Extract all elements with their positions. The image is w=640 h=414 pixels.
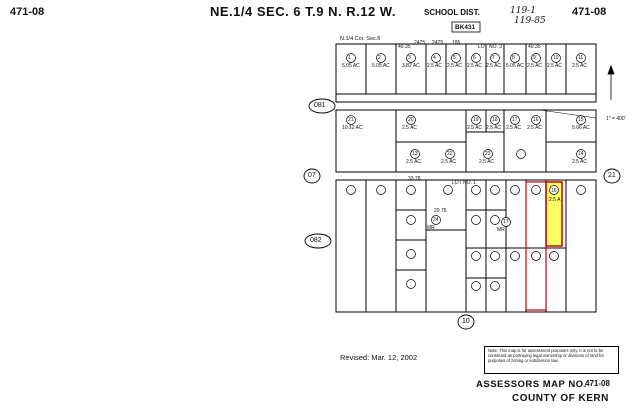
road-081-marker — [308, 98, 336, 114]
road-21-marker — [603, 168, 621, 184]
school-district-number-1: 119-1 — [510, 6, 536, 16]
parcel-number: 13 — [412, 151, 418, 157]
parcel-acres: 2.5 AC — [441, 159, 457, 165]
parcel-number: 5 — [453, 55, 456, 61]
parcel-number: 15 — [578, 117, 584, 123]
parcel-acres: 2.5 AC — [506, 125, 522, 131]
map-number-left: 471-08 — [10, 6, 45, 18]
north-arrow — [607, 64, 615, 100]
road-082-marker — [304, 233, 332, 249]
map-number-right: 471-08 — [572, 6, 607, 18]
highlighted-parcel-number: 16 — [551, 188, 557, 194]
county-name: COUNTY OF KERN — [512, 393, 609, 404]
parcel-acres: 10.12 AC — [342, 125, 363, 131]
parcel-acres: 2.5 AC — [402, 125, 418, 131]
dim-4035-right: 40.35 — [528, 44, 541, 50]
parcel-acres: MR — [427, 225, 435, 231]
assessors-map-label: ASSESSORS MAP NO. — [476, 379, 587, 390]
parcel-acres: 5.05 AC — [372, 63, 390, 69]
school-district-label: SCHOOL DIST. — [424, 8, 480, 17]
disclaimer-note: Note: This map is for assessment purpose… — [484, 346, 619, 374]
assessors-map-number: 471-08 — [585, 379, 610, 388]
parcel-acres: 5.06 AC — [572, 125, 590, 131]
parcel-number: 9 — [533, 55, 536, 61]
parcel-acres: MR — [497, 227, 505, 233]
dim-2475-b: 2475 — [432, 40, 444, 46]
parcel-number: 14 — [578, 151, 584, 157]
parcel-number: 20 — [408, 117, 414, 123]
highlighted-parcel-outline — [525, 181, 547, 311]
parcel-acres: 5.05 AC — [342, 63, 360, 69]
parcel-acres: 5.05 AC — [506, 63, 524, 69]
parcel-acres: 2.5 AC — [547, 63, 563, 69]
revised-date: Revised: Mar. 12, 2002 — [340, 353, 418, 362]
parcel-number: 17 — [503, 219, 509, 225]
parcel-acres: 2.5 AC — [527, 125, 543, 131]
parcel-number: 7 — [492, 55, 495, 61]
road-10-label: 10 — [462, 318, 470, 325]
parcel-number: 4 — [433, 55, 436, 61]
scale-label: 1" = 400' — [606, 116, 626, 122]
parcel-number: 17 — [512, 117, 518, 123]
parcel-number: 21 — [348, 117, 354, 123]
dim-3378: 33.78 — [408, 176, 421, 182]
parcel-acres: 2.5 AC — [486, 63, 502, 69]
parcel-lines — [335, 43, 597, 313]
lot-3-label: LOT NO. 3 — [478, 44, 503, 50]
lot-1-label: LOT NO. 1 — [452, 180, 477, 186]
road-07-label: 07 — [308, 172, 316, 179]
map-title: NE.1/4 SEC. 6 T.9 N. R.12 W. — [210, 4, 396, 19]
parcel-acres: 2.5 AC — [467, 125, 483, 131]
parcel-number: 24 — [433, 217, 439, 223]
parcel-acres: 2.5 AC — [572, 159, 588, 165]
parcel-number: 19 — [473, 117, 479, 123]
dim-4035-left: 40.35 — [398, 44, 411, 50]
parcel-acres: 2.5 AC — [406, 159, 422, 165]
parcel-number: 22 — [447, 151, 453, 157]
parcel-number: 3 — [408, 55, 411, 61]
road-21-label: 21 — [608, 172, 616, 179]
road-07-marker — [303, 168, 321, 184]
parcel-number: 23 — [485, 151, 491, 157]
parcel-number: 6 — [473, 55, 476, 61]
parcel-number: 2 — [378, 55, 381, 61]
dim-2475-a: 2475 — [414, 40, 426, 46]
parcel-acres: 2.5 AC — [467, 63, 483, 69]
parcel-acres: 2.5 AC — [527, 63, 543, 69]
parcel-acres: 2.5 AC — [427, 63, 443, 69]
book-label: BK431 — [455, 24, 476, 31]
school-district-number-2: 119-85 — [514, 16, 546, 26]
road-082-label: 082 — [310, 237, 322, 244]
parcel-acres: 2.5 AC — [447, 63, 463, 69]
parcel-number: 8 — [512, 55, 515, 61]
highlighted-parcel-acres: 2.5 A — [549, 197, 561, 203]
parcel-acres: 3.82 AC — [402, 63, 420, 69]
parcel-number: 16 — [533, 117, 539, 123]
road-10-marker — [457, 314, 475, 330]
parcel-number: 18 — [492, 117, 498, 123]
corner-label: N.1/4 Cor. Sec.6 — [340, 36, 381, 42]
parcel-acres: 2.5 AC — [572, 63, 588, 69]
dim-185: 185 — [452, 40, 461, 46]
parcel-number: 11 — [578, 55, 584, 61]
parcel-number: 1 — [348, 55, 351, 61]
parcel-acres: 2.5 AC — [486, 125, 502, 131]
book-label-box — [451, 21, 481, 33]
parcel-acres: 2.5 AC — [479, 159, 495, 165]
dim-2975: 29.75 — [434, 208, 447, 214]
parcel-number: 10 — [553, 55, 559, 61]
road-081-label: 081 — [314, 102, 326, 109]
